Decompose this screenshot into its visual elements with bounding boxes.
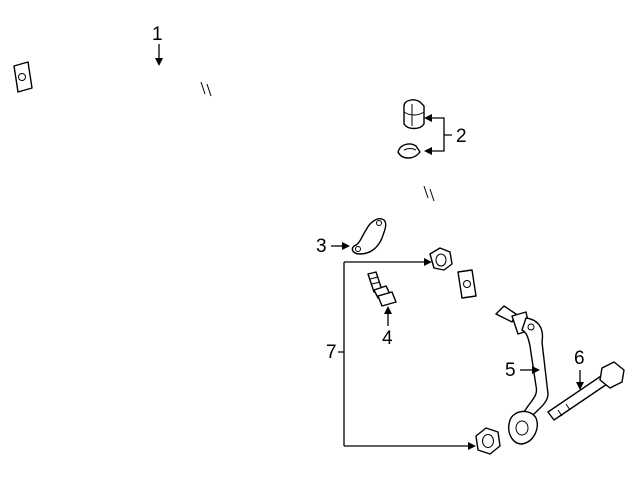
link-bolt xyxy=(547,361,625,421)
arrow-7b xyxy=(468,442,476,450)
bar-mark-left xyxy=(200,81,206,95)
stabilizer-bar xyxy=(13,52,510,299)
bar-end-right-plate xyxy=(457,269,477,299)
arrow-4 xyxy=(384,306,392,314)
callout-7: 7 xyxy=(326,342,337,363)
bar-mark-right-2 xyxy=(429,188,435,202)
callout-5: 5 xyxy=(505,360,516,381)
bar-mark-right xyxy=(423,185,429,199)
bushing-upper xyxy=(403,99,425,130)
arrow-5 xyxy=(532,366,540,374)
leader-2 xyxy=(430,117,452,152)
bar-end-right-hole xyxy=(463,280,471,288)
arrow-3 xyxy=(342,242,350,250)
stabilizer-bar-inner xyxy=(19,52,510,297)
arrow-1 xyxy=(155,58,163,66)
callout-2: 2 xyxy=(456,126,467,147)
callout-3: 3 xyxy=(316,236,327,257)
callout-6: 6 xyxy=(574,348,585,369)
nut-upper xyxy=(429,247,453,271)
bracket xyxy=(351,218,387,255)
bolt-short xyxy=(367,271,397,307)
leader-7 xyxy=(338,261,470,447)
arrow-6 xyxy=(576,382,584,390)
bar-end-left-hole xyxy=(18,73,26,81)
arrow-2b xyxy=(424,147,432,155)
arrow-2a xyxy=(424,114,432,122)
bar-mark-left-2 xyxy=(206,83,212,97)
bar-end-left-plate xyxy=(13,61,33,93)
nut-lower xyxy=(475,427,501,455)
bushing-lower xyxy=(397,143,421,159)
callout-1: 1 xyxy=(152,24,163,45)
callout-4: 4 xyxy=(382,328,393,349)
arrow-7a xyxy=(424,258,432,266)
stabilizer-link xyxy=(495,305,549,445)
